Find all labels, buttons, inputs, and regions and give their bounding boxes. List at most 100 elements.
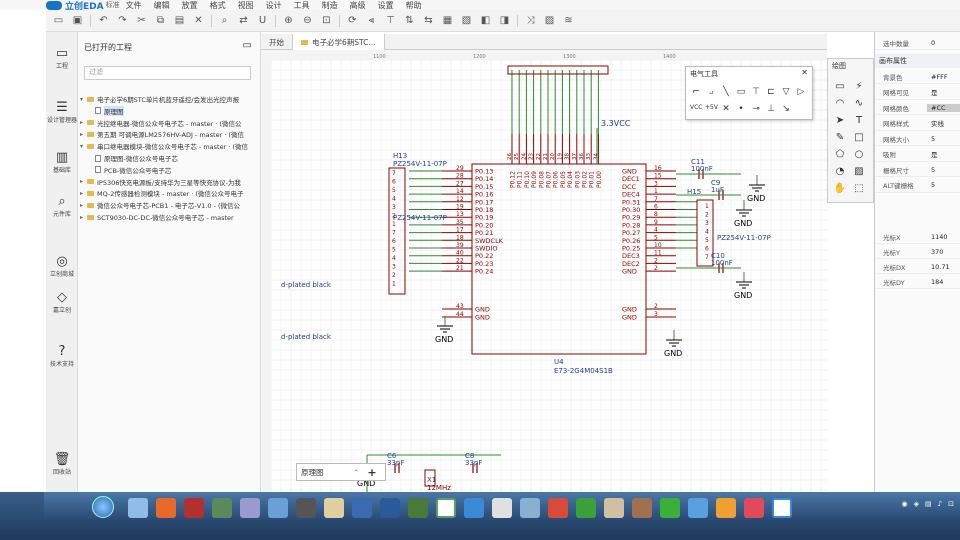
text-icon[interactable]: U [258,15,267,26]
align-top-icon[interactable]: ⊤ [386,15,395,26]
zoom-in-icon[interactable]: ⊕ [284,15,293,26]
tree-expander-icon[interactable]: ▸ [80,201,84,209]
prop-value-field[interactable]: 实线 [931,120,944,128]
ground-icon[interactable]: ▽ [782,87,790,97]
undo-icon[interactable]: ↶ [99,15,108,26]
taskbar-app-icon[interactable] [184,498,204,518]
nav-item-folder[interactable]: ▭工程 [46,46,78,70]
pin-icon[interactable]: ⊸ [752,104,760,114]
image-icon[interactable]: ▨ [544,15,555,26]
prop-section-title[interactable]: 画布属性 [875,54,960,68]
menu-item[interactable]: 编辑 [153,0,170,10]
taskbar-app-icon[interactable] [128,498,148,518]
group-icon[interactable]: ▦ [442,15,453,26]
tree-item[interactable]: 原理图 [80,105,261,116]
nav-item-trash[interactable]: 🗑回收站 [46,452,78,476]
tree-expander-icon[interactable]: ▸ [80,213,84,221]
taskbar-app-icon[interactable] [520,498,540,518]
prop-value-field[interactable]: 5 [931,165,936,174]
taskbar-app-icon[interactable] [688,498,708,518]
circle-tool-icon[interactable]: ○ [854,149,864,160]
taskbar-app-icon[interactable] [772,498,792,518]
add-sheet-button[interactable]: + [367,465,377,479]
line-tool-icon[interactable]: ⚡ [855,81,863,92]
open-icon[interactable]: ▭ [53,15,64,26]
tree-expander-icon[interactable]: ▸ [80,189,84,197]
arrow-tool-icon[interactable]: ➤ [835,115,845,126]
firefox-icon[interactable] [156,498,176,518]
menu-item[interactable]: 设计 [265,0,282,10]
tray-icon[interactable]: ◉ [901,500,908,508]
cross-probe-icon[interactable]: ⤨ [526,15,535,26]
nav-item-shop[interactable]: ◎立创商城 [46,254,78,278]
prop-row[interactable]: 网格可见是 [875,86,960,100]
pen-tool-icon[interactable]: ✎ [835,132,845,143]
send-back-icon[interactable]: ◨ [499,15,510,26]
volume-icon[interactable]: ♪ [937,500,943,508]
net-label-icon[interactable]: ▭ [736,87,746,97]
tree-item[interactable]: PCB-微信公众号电子芯 [80,165,261,175]
taskbar-app-icon[interactable] [240,498,260,518]
menu-item[interactable]: 工具 [293,0,310,10]
tree-expander-icon[interactable]: ▾ [80,142,84,150]
tab-start[interactable]: 开始 [261,34,293,50]
nav-item-design-manager[interactable]: ☰设计管理器 [46,100,78,124]
menu-item[interactable]: 设置 [377,0,394,10]
taskbar-app-icon[interactable] [380,498,400,518]
save-icon[interactable]: ▣ [72,15,83,26]
fit-icon[interactable]: ⊡ [322,15,331,26]
prop-row[interactable]: 背景色#FFF [875,70,960,84]
taskbar-app-icon[interactable] [296,498,316,518]
chrome-icon[interactable] [548,498,568,518]
delete-icon[interactable]: ✕ [194,15,203,26]
tree-item[interactable]: ▾串口继电器模块-微信公众号电子芯 - master · (微信 [80,141,261,152]
tree-item[interactable]: ▸SCT9030-DC-DC-微信公众号电子芯 - master [80,212,261,223]
start-button[interactable] [92,496,114,518]
arc-tool-icon[interactable]: ◠ [835,98,845,109]
taskbar-app-icon[interactable] [268,498,288,518]
project-filter-input[interactable]: 过滤 [84,66,251,80]
taskbar-app-icon[interactable] [408,498,428,518]
tree-item[interactable]: ▸IP5306快充电源板/支持华为三星等快充协议-为我 [80,177,261,187]
tree-expander-icon[interactable]: ▾ [80,95,84,103]
flip-icon[interactable]: ⇅ [405,15,414,26]
prop-value-field[interactable]: #CC [927,103,960,112]
tree-expander-icon[interactable]: ▸ [80,178,84,186]
prop-row[interactable]: 吸附是 [875,148,960,162]
wire-icon[interactable]: ⌐ [692,87,700,97]
tree-item[interactable]: ▸微信公众号电子芯-PCB1 - 电子芯-V1.0 - (微信公 [80,200,261,211]
rect-tool-icon[interactable]: ▭ [835,81,845,92]
prop-value-field[interactable]: 5 [931,134,936,143]
prop-value-field[interactable]: 5 [931,181,936,189]
copy-icon[interactable]: ⧉ [156,15,165,26]
tree-item[interactable]: 原理图-微信公众号电子芯 [80,153,261,163]
image-tool-icon[interactable]: ▨ [854,166,864,177]
ellipse-tool-icon[interactable]: ◔ [835,166,845,177]
chevron-up-icon[interactable]: ⌃ [353,467,360,477]
bezier-tool-icon[interactable]: ∿ [854,98,864,109]
square-tool-icon[interactable]: □ [854,132,864,143]
find-icon[interactable]: ⌕ [221,15,228,26]
prop-value-field[interactable]: 是 [931,151,938,159]
taskbar-app-icon[interactable] [604,498,624,518]
cut-icon[interactable]: ✂ [137,15,146,26]
taskbar-app-icon[interactable] [716,498,736,518]
menu-item[interactable]: 帮助 [405,0,422,10]
vcc-icon[interactable]: VCC [690,104,703,111]
bus-entry-icon[interactable]: ╲ [723,87,729,97]
network-icon[interactable]: ⊡ [948,500,954,508]
rotate-icon[interactable]: ⟳ [348,15,357,26]
taskbar-app-icon[interactable] [576,498,596,518]
tray-icon[interactable]: ▤ [925,500,932,508]
netport-icon[interactable]: ▷ [797,87,805,97]
prop-row[interactable]: 网格颜色#CC [875,101,960,115]
no-connect-icon[interactable]: ✕ [722,104,730,114]
tree-item[interactable]: ▸MQ-2传感器检测模块 - master · (微信公众号电子 [80,188,261,199]
new-project-icon[interactable]: ▭ [242,40,252,51]
prop-row[interactable]: 网格样式实线 [875,117,960,131]
vcc2-icon[interactable]: +5V [705,104,718,111]
menu-item[interactable]: 制造 [321,0,338,10]
easyeda-taskbar-icon[interactable] [436,498,456,518]
